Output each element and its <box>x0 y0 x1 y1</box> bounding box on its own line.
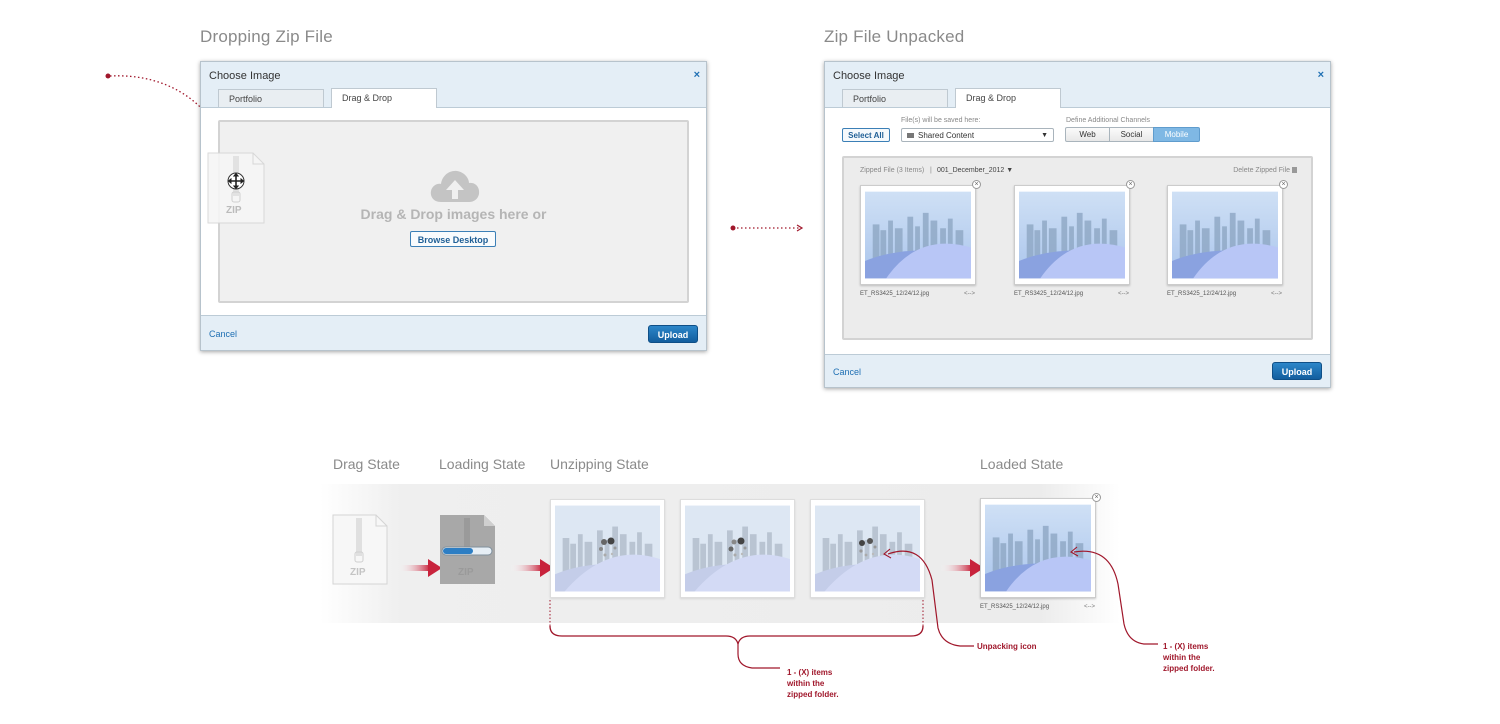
file-card[interactable]: × <box>1014 180 1135 285</box>
save-location-label: File(s) will be saved here: <box>901 117 981 124</box>
state-title-unzipping: Unzipping State <box>550 456 649 472</box>
file-name: ET_RS3425_12/24/12.jpg <box>980 604 1050 610</box>
unzipping-thumbnail <box>810 499 925 598</box>
state-title-drag: Drag State <box>333 456 400 472</box>
chevron-down-icon: ▼ <box>1041 132 1048 139</box>
unpacking-spinner-icon <box>599 537 617 557</box>
annotation-items-bracket: 1 - (X) items within the zipped folder. <box>787 667 839 700</box>
cancel-link[interactable]: Cancel <box>833 367 862 377</box>
file-name: ET_RS3425_12/24/12.jpg <box>1014 291 1084 297</box>
choose-image-dialog-drop: Choose Image × Portfolio Drag & Drop Dra… <box>200 61 707 351</box>
chevron-down-icon: ▼ <box>1006 167 1014 174</box>
file-name: ET_RS3425_12/24/12.jpg <box>1167 291 1237 297</box>
zip-file-icon <box>332 514 388 585</box>
channel-web-button[interactable]: Web <box>1065 127 1110 142</box>
state-arrow <box>510 559 554 577</box>
zipped-file-label: Zipped File (3 Items) <box>860 167 925 174</box>
tab-portfolio[interactable]: Portfolio <box>842 89 948 107</box>
label-separator: | <box>930 167 932 174</box>
transition-arrow <box>730 224 804 232</box>
zipped-file-panel: Zipped File (3 Items) | 001_December_201… <box>842 156 1313 340</box>
zip-file-loading-icon <box>440 515 495 584</box>
annotation-line: zipped folder. <box>787 690 839 699</box>
unpacking-spinner-icon <box>859 538 877 557</box>
drop-zone[interactable]: Drag & Drop images here or Browse Deskto… <box>218 120 689 303</box>
state-title-loaded: Loaded State <box>980 456 1064 472</box>
dialog-title: Choose Image <box>833 70 905 82</box>
close-icon[interactable]: × <box>1317 69 1324 81</box>
loaded-file-card[interactable]: × <box>980 493 1101 598</box>
channel-social-button[interactable]: Social <box>1109 127 1154 142</box>
cancel-link[interactable]: Cancel <box>209 329 238 339</box>
drop-instructions: Drag & Drop images here or <box>360 206 547 222</box>
remove-icon[interactable]: × <box>1092 493 1101 502</box>
cloud-upload-icon <box>430 170 480 202</box>
image-thumbnail <box>865 191 971 279</box>
choose-image-dialog-unpacked: Choose Image × Portfolio Drag & Drop Sel… <box>824 61 1331 388</box>
close-icon[interactable]: × <box>693 69 700 81</box>
resize-arrows-icon: <--> <box>964 291 976 297</box>
folder-icon <box>907 133 914 139</box>
annotation-line: 1 - (X) items <box>787 668 833 677</box>
dialog-header: Choose Image × Portfolio Drag & Drop <box>825 62 1330 108</box>
annotation-items-loaded: 1 - (X) items within the zipped folder. <box>1163 641 1215 674</box>
dialog-footer: Cancel Upload <box>201 315 706 350</box>
dragged-zip-file[interactable]: ZIP <box>207 152 265 224</box>
loading-state-zip: ZIP <box>439 514 496 585</box>
zipped-folder-name: 001_December_2012 <box>937 167 1005 174</box>
section-title-unpacked: Zip File Unpacked <box>824 27 965 46</box>
resize-arrows-icon: <--> <box>1118 291 1130 297</box>
unzipping-thumbnail <box>680 499 795 598</box>
browse-desktop-button[interactable]: Browse Desktop <box>410 231 496 247</box>
section-title-dropping: Dropping Zip File <box>200 27 333 46</box>
file-name: ET_RS3425_12/24/12.jpg <box>860 291 930 297</box>
dialog-footer: Cancel Upload <box>825 354 1330 387</box>
file-card[interactable]: × <box>860 180 981 285</box>
unpacking-spinner-icon <box>728 537 747 557</box>
annotation-line: 1 - (X) items <box>1163 642 1209 651</box>
unzipping-thumbnail <box>550 499 665 598</box>
dialog-header: Choose Image × Portfolio Drag & Drop <box>201 62 706 108</box>
image-thumbnail <box>1172 191 1278 279</box>
zip-label: ZIP <box>350 567 366 578</box>
image-thumbnail <box>1019 191 1125 279</box>
annotation-unpacking-icon: Unpacking icon <box>977 642 1037 651</box>
state-title-loading: Loading State <box>439 456 526 472</box>
state-arrow <box>398 559 442 577</box>
save-location-dropdown[interactable]: Shared Content ▼ <box>901 128 1054 142</box>
zip-label: ZIP <box>226 205 242 216</box>
upload-button[interactable]: Upload <box>1272 362 1322 380</box>
tab-drag-drop[interactable]: Drag & Drop <box>955 88 1061 108</box>
remove-icon[interactable]: × <box>1126 180 1135 189</box>
resize-arrows-icon: <--> <box>1084 604 1096 610</box>
tab-portfolio[interactable]: Portfolio <box>218 89 324 107</box>
annotation-lines <box>549 546 1158 669</box>
state-arrow <box>940 559 984 577</box>
trash-icon <box>1292 167 1297 174</box>
drag-state-zip: ZIP <box>332 514 388 585</box>
resize-arrows-icon: <--> <box>1271 291 1283 297</box>
annotation-line: zipped folder. <box>1163 664 1215 673</box>
move-cursor-icon <box>227 172 245 190</box>
remove-icon[interactable]: × <box>1279 180 1288 189</box>
upload-button[interactable]: Upload <box>648 325 698 343</box>
channels-label: Define Additional Channels <box>1066 117 1151 124</box>
remove-icon[interactable]: × <box>972 180 981 189</box>
file-card[interactable]: × <box>1167 180 1288 285</box>
annotation-line: within the <box>787 679 825 688</box>
zip-label: ZIP <box>458 567 474 578</box>
channel-mobile-button[interactable]: Mobile <box>1153 127 1200 142</box>
dialog-title: Choose Image <box>209 70 281 82</box>
tab-drag-drop[interactable]: Drag & Drop <box>331 88 437 108</box>
save-location-value: Shared Content <box>918 131 975 140</box>
annotation-line: within the <box>1163 653 1201 662</box>
zipped-folder-select[interactable]: 001_December_2012 ▼ <box>937 167 1013 174</box>
delete-zipped-label: Delete Zipped File <box>1233 167 1291 174</box>
select-all-button[interactable]: Select All <box>842 128 890 142</box>
delete-zipped-file-link[interactable]: Delete Zipped File <box>1233 167 1297 174</box>
